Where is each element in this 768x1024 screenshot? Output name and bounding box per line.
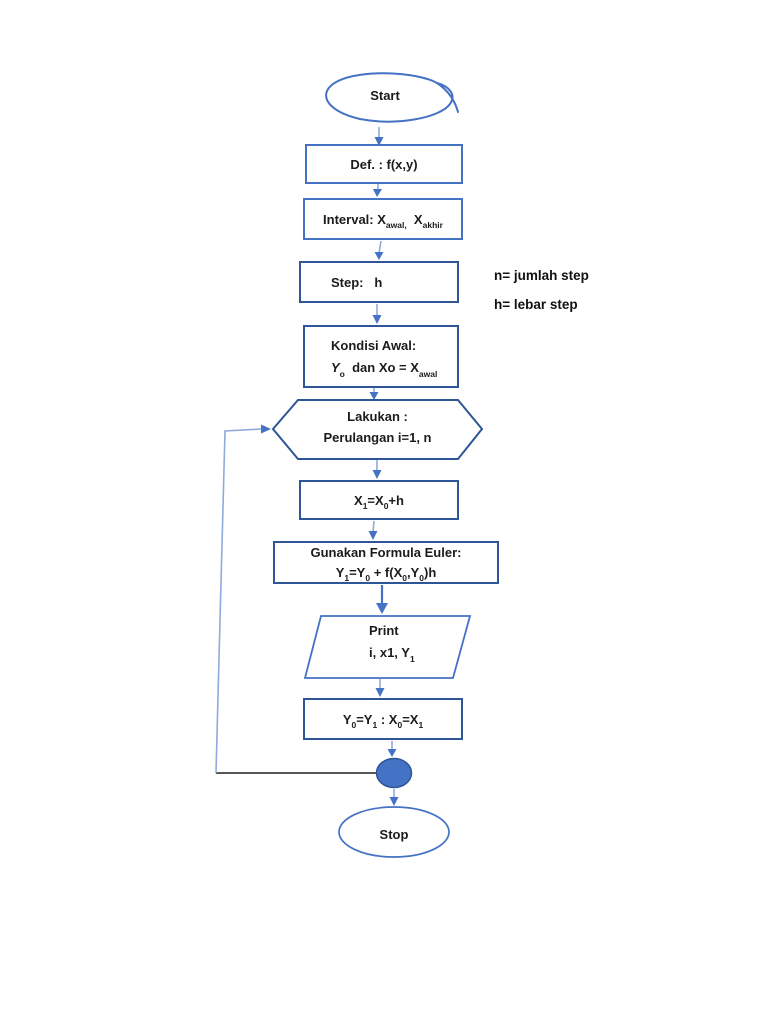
loop-hexagon-shape <box>271 399 484 460</box>
kondisi-line2: Yo dan Xo = Xawal <box>331 360 438 379</box>
kondisi-awal-box: Kondisi Awal: Yo dan Xo = Xawal <box>303 325 459 388</box>
euler-line1: Gunakan Formula Euler: <box>310 544 462 560</box>
arrowhead-euler-print <box>376 603 388 614</box>
connector-circle <box>375 757 413 789</box>
arrowhead-loop-xstep <box>372 470 382 479</box>
loopback-line-side <box>215 428 262 774</box>
arrowhead-def-interval <box>373 189 382 197</box>
arrowhead-interval-step <box>374 252 384 260</box>
note-h-lebar-step: h= lebar step <box>494 297 578 312</box>
assign-box: Y0=Y1 : X0=X1 <box>303 698 463 740</box>
print-label: Print i, x1, Y1 <box>369 620 415 664</box>
interval-box: Interval: Xawal, Xakhir <box>303 198 463 240</box>
arrowhead-step-kondisi <box>372 315 382 324</box>
kondisi-line1: Kondisi Awal: <box>331 338 417 353</box>
print-parallelogram-shape <box>303 615 472 679</box>
def-box: Def. : f(x,y) <box>305 144 463 184</box>
def-box-label: Def. : f(x,y) <box>350 156 418 172</box>
euler-line2: Y1=Y0 + f(X0,Y0)h <box>335 564 437 584</box>
start-terminal-shape <box>325 72 459 123</box>
note-n-jumlah-step: n= jumlah step <box>494 268 589 283</box>
arrowhead-start-def <box>374 137 384 146</box>
step-box-label: Step: h <box>331 274 383 290</box>
step-box: Step: h <box>299 261 459 303</box>
arrowhead-kondisi-loop <box>369 392 379 400</box>
print-line1: Print <box>369 623 399 638</box>
print-line2: i, x1, Y1 <box>369 645 415 664</box>
interval-label: Interval: Xawal, Xakhir <box>323 211 443 231</box>
start-label-text: Start <box>370 88 400 103</box>
arrow-xstep-euler <box>372 520 375 533</box>
stop-terminal-shape <box>338 806 450 858</box>
assign-label: Y0=Y1 : X0=X1 <box>342 711 424 731</box>
arrowhead-connector-stop <box>389 797 399 806</box>
euler-box: Gunakan Formula Euler: Y1=Y0 + f(X0,Y0)h <box>273 541 499 584</box>
arrowhead-assign-connector <box>387 749 397 757</box>
arrowhead-xstep-euler <box>368 531 378 540</box>
arrowhead-loopback <box>261 424 271 434</box>
x-step-label: X1=X0+h <box>354 492 404 512</box>
arrow-interval-step <box>378 240 382 254</box>
start-label: Start <box>330 88 440 103</box>
stop-label: Stop <box>339 827 449 842</box>
loop-line2: Perulangan i=1, n <box>323 430 432 445</box>
arrowhead-print-assign <box>375 688 385 697</box>
loop-line1: Lakukan : <box>347 409 408 424</box>
x-step-box: X1=X0+h <box>299 480 459 520</box>
stop-label-text: Stop <box>379 827 409 842</box>
loop-hexagon-label: Lakukan : Perulangan i=1, n <box>273 406 482 448</box>
